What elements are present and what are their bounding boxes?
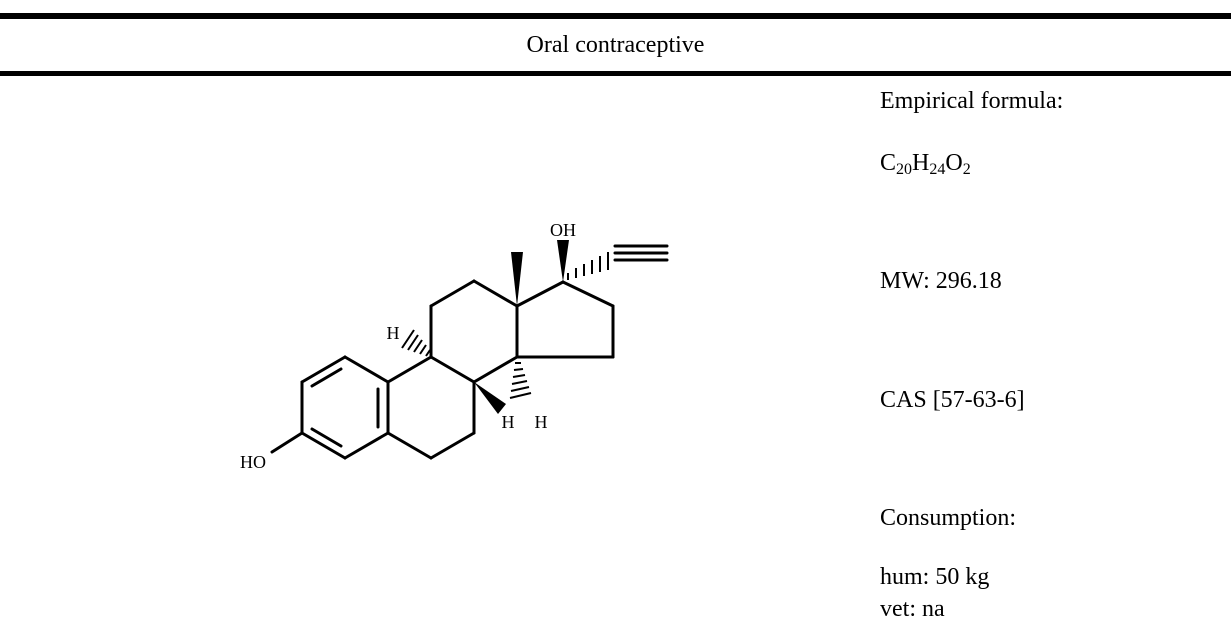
- hydroxyl-wedge: [557, 240, 569, 282]
- cas-number: CAS [57-63-6]: [880, 387, 1025, 413]
- label-oh: OH: [550, 220, 576, 240]
- consumption-human: hum: 50 kg: [880, 564, 990, 590]
- h8-wedge: [474, 382, 506, 414]
- label-ho: HO: [240, 452, 266, 472]
- header-rule: [0, 71, 1231, 76]
- table-header-title: Oral contraceptive: [526, 32, 705, 58]
- structure-drawing: OH HO H H H: [240, 220, 669, 472]
- consumption-label: Consumption:: [880, 505, 1017, 531]
- molecular-weight: MW: 296.18: [880, 268, 1002, 294]
- formula-label: Empirical formula:: [880, 88, 1064, 114]
- label-h14: H: [535, 412, 548, 432]
- hashed-wedges: [401, 252, 609, 399]
- chemical-structure: OH HO H H H: [180, 200, 700, 500]
- label-h8: H: [502, 412, 515, 432]
- methyl-wedge: [511, 252, 523, 306]
- consumption-veterinary: vet: na: [880, 596, 945, 622]
- label-h9: H: [387, 323, 400, 343]
- top-rule: [0, 13, 1231, 19]
- empirical-formula: C20H24O2: [880, 150, 971, 178]
